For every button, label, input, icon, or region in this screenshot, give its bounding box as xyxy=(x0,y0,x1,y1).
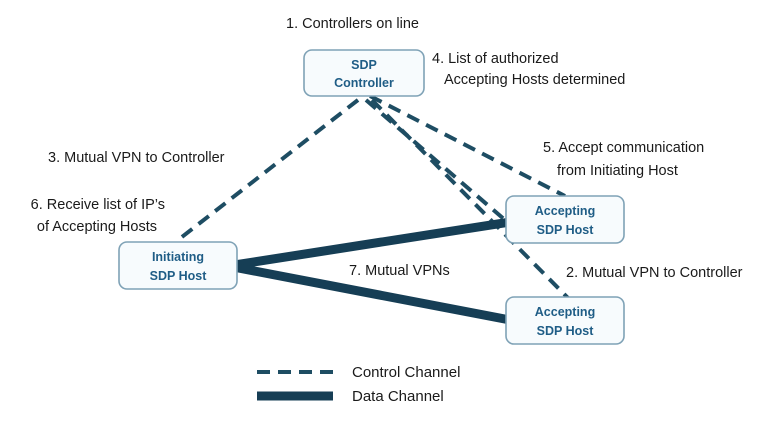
sdp-controller-label-line1: SDP xyxy=(351,58,377,72)
accepting-host-top-label-line1: Accepting xyxy=(535,204,595,218)
accepting-sdp-host-top-node: Accepting SDP Host xyxy=(505,195,625,244)
step-4-label-line1: 4. List of authorized xyxy=(432,51,559,67)
data-channel-initiating-accepting-top xyxy=(223,217,515,271)
step-5-label-line1: 5. Accept communication xyxy=(543,140,704,156)
control-channel-controller-accepting-top-b xyxy=(369,94,566,198)
control-channel-controller-accepting-top-a xyxy=(364,98,507,222)
step-6-label-line2: of Accepting Hosts xyxy=(37,219,157,235)
step-2-label: 2. Mutual VPN to Controller xyxy=(566,265,743,281)
step-4-label-line2: Accepting Hosts determined xyxy=(444,72,625,88)
accepting-host-bottom-label-line2: SDP Host xyxy=(537,324,595,338)
legend-control-channel-label: Control Channel xyxy=(352,364,460,381)
accepting-sdp-host-bottom-node: Accepting SDP Host xyxy=(505,296,625,345)
step-1-label: 1. Controllers on line xyxy=(286,16,419,32)
sdp-controller-node: SDP Controller xyxy=(303,49,425,97)
control-channel-controller-accepting-bottom xyxy=(370,98,572,302)
accepting-host-top-label-line2: SDP Host xyxy=(537,223,595,237)
legend: Control Channel Data Channel xyxy=(257,364,460,405)
control-channel-controller-initiating xyxy=(176,98,360,242)
data-channel-initiating-accepting-bottom xyxy=(223,261,515,325)
legend-data-channel-label: Data Channel xyxy=(352,388,444,405)
accepting-host-bottom-label-line1: Accepting xyxy=(535,305,595,319)
step-7-label: 7. Mutual VPNs xyxy=(349,263,450,279)
initiating-host-label-line1: Initiating xyxy=(152,250,204,264)
initiating-sdp-host-node: Initiating SDP Host xyxy=(118,241,238,290)
step-6-label-line1: 6. Receive list of IP’s xyxy=(31,197,165,213)
sdp-controller-label-line2: Controller xyxy=(334,76,394,90)
step-3-label: 3. Mutual VPN to Controller xyxy=(48,150,225,166)
initiating-host-label-line2: SDP Host xyxy=(150,269,208,283)
step-5-label-line2: from Initiating Host xyxy=(557,163,678,179)
